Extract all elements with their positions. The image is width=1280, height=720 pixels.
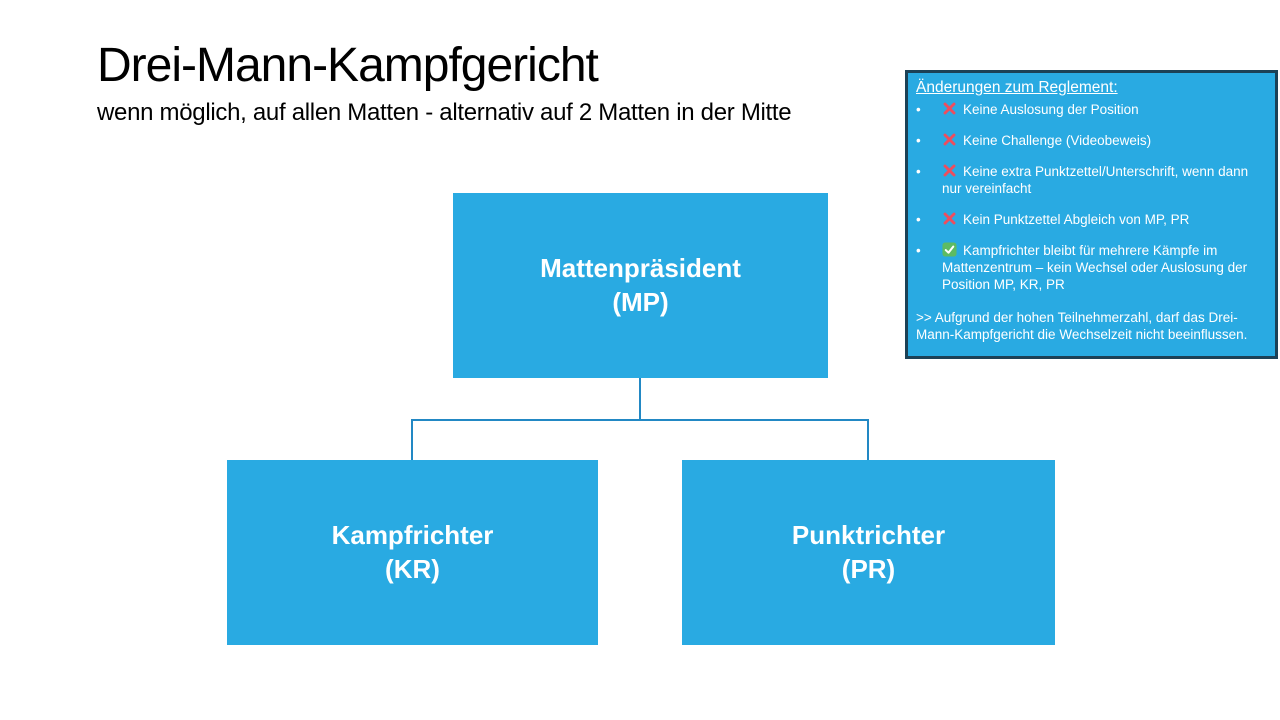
- org-box-name: Mattenpräsident: [540, 252, 741, 283]
- connector-root-down: [639, 378, 641, 420]
- bullet-dot: •: [916, 243, 921, 258]
- org-box-label: Mattenpräsident (MP): [540, 252, 741, 320]
- org-box-abbr: (MP): [612, 286, 669, 317]
- org-box-label: Punktrichter (PR): [792, 519, 945, 587]
- list-item: • Keine Auslosung der Position: [916, 101, 1265, 118]
- connector-horizontal: [411, 419, 869, 421]
- org-box-kampfrichter: Kampfrichter (KR): [227, 460, 598, 645]
- connector-right-down: [867, 420, 869, 460]
- slide-subtitle: wenn möglich, auf allen Matten - alterna…: [97, 98, 792, 126]
- list-item: • Keine Challenge (Videobeweis): [916, 132, 1265, 149]
- list-item-body: Keine Challenge (Videobeweis): [942, 132, 1265, 149]
- reglement-panel: Änderungen zum Reglement: • Keine Auslos…: [905, 70, 1278, 359]
- list-item: • Kein Punktzettel Abgleich von MP, PR: [916, 211, 1265, 228]
- slide-title: Drei-Mann-Kampfgericht: [97, 39, 599, 92]
- cross-mark-icon: [943, 133, 956, 146]
- list-item-text: Kein Punktzettel Abgleich von MP, PR: [963, 212, 1190, 227]
- list-item-text: Keine Challenge (Videobeweis): [963, 133, 1152, 148]
- org-box-abbr: (KR): [385, 553, 440, 584]
- list-item-text: Keine Auslosung der Position: [963, 102, 1139, 117]
- org-box-abbr: (PR): [841, 553, 896, 584]
- list-item-text: Keine extra Punktzettel/Unterschrift, we…: [942, 164, 1249, 196]
- bullet-dot: •: [916, 164, 921, 179]
- list-item-body: Keine extra Punktzettel/Unterschrift, we…: [942, 163, 1265, 197]
- bullet-dot: •: [916, 212, 921, 227]
- reglement-panel-title: Änderungen zum Reglement:: [916, 79, 1118, 96]
- org-box-mattenpraesident: Mattenpräsident (MP): [453, 193, 828, 378]
- cross-mark-icon: [943, 164, 956, 177]
- check-mark-icon: [942, 242, 957, 257]
- connector-left-down: [411, 420, 413, 460]
- reglement-panel-footer: >> Aufgrund der hohen Teilnehmerzahl, da…: [916, 310, 1248, 342]
- bullet-dot: •: [916, 133, 921, 148]
- org-box-punktrichter: Punktrichter (PR): [682, 460, 1055, 645]
- org-box-name: Kampfrichter: [331, 519, 494, 550]
- list-item-text: Kampfrichter bleibt für mehrere Kämpfe i…: [942, 243, 1248, 292]
- cross-mark-icon: [943, 212, 956, 225]
- list-item-body: Keine Auslosung der Position: [942, 101, 1265, 118]
- title-block: Drei-Mann-Kampfgericht wenn möglich, auf…: [97, 39, 897, 127]
- list-item-body: Kampfrichter bleibt für mehrere Kämpfe i…: [942, 242, 1265, 293]
- org-box-label: Kampfrichter (KR): [332, 519, 494, 587]
- list-item-body: Kein Punktzettel Abgleich von MP, PR: [942, 211, 1265, 228]
- org-box-name: Punktrichter: [791, 519, 946, 550]
- cross-mark-icon: [943, 102, 956, 115]
- list-item: • Keine extra Punktzettel/Unterschrift, …: [916, 163, 1265, 197]
- list-item: • Kampfrichter bleibt für mehrere Kämpfe…: [916, 242, 1265, 293]
- bullet-dot: •: [916, 102, 921, 117]
